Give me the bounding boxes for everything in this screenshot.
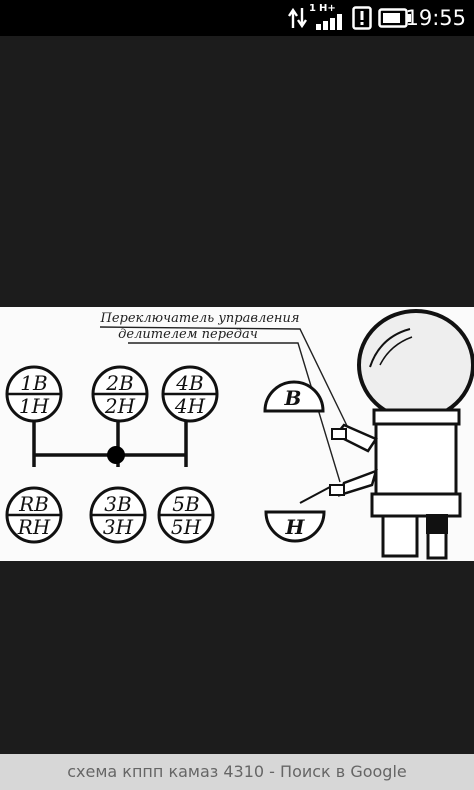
leader-line-lower: [128, 342, 341, 483]
status-bar: 1 H+ 19:55: [0, 0, 474, 36]
leader-line-upper: [99, 326, 351, 433]
svg-text:RB: RB: [18, 492, 49, 516]
neutral-dot: [107, 446, 125, 464]
gear-shift-diagram: Переключатель управления делителем перед…: [5, 309, 474, 560]
image-caption-bar[interactable]: схема кппп камаз 4310 - Поиск в Google: [0, 754, 474, 790]
svg-text:4H: 4H: [174, 394, 206, 418]
gear-1: 1B 1H: [5, 365, 63, 423]
notification-icon: [352, 6, 372, 30]
switch-position-upper: B: [263, 380, 325, 413]
switch-position-lower: H: [264, 510, 326, 543]
data-transfer-icon: [288, 7, 307, 29]
image-viewer[interactable]: Переключатель управления делителем перед…: [0, 36, 474, 754]
svg-text:3H: 3H: [103, 515, 134, 539]
gear-reverse: RB RH: [5, 486, 63, 544]
svg-text:RH: RH: [17, 515, 51, 539]
network-label: H+: [319, 3, 336, 14]
image-caption-text[interactable]: схема кппп камаз 4310 - Поиск в Google: [67, 762, 407, 781]
svg-text:3B: 3B: [104, 492, 131, 516]
battery-icon: [378, 8, 411, 28]
svg-text:H: H: [285, 515, 306, 539]
switch-caption-line1: Переключатель управления: [100, 311, 300, 326]
sim-label: 1: [309, 3, 316, 14]
switch-caption-line2: делителем передач: [118, 327, 258, 342]
gear-4: 4B 4H: [161, 365, 219, 423]
gear-2: 2B 2H: [91, 365, 149, 423]
status-time: 19:55: [405, 6, 466, 30]
gear-5: 5B 5H: [157, 486, 215, 544]
svg-text:B: B: [284, 386, 302, 410]
shift-pattern-lines: [32, 420, 188, 467]
svg-text:2B: 2B: [105, 371, 133, 395]
gearbox-diagram-image[interactable]: Переключатель управления делителем перед…: [0, 307, 474, 561]
svg-text:5B: 5B: [172, 492, 199, 516]
svg-text:4B: 4B: [175, 371, 203, 395]
gear-knob-drawing: [299, 309, 474, 560]
svg-text:2H: 2H: [104, 394, 136, 418]
svg-text:5H: 5H: [171, 515, 202, 539]
svg-text:1B: 1B: [20, 371, 47, 395]
signal-icon: [316, 14, 342, 30]
gear-3: 3B 3H: [89, 486, 147, 544]
svg-text:1H: 1H: [19, 394, 50, 418]
